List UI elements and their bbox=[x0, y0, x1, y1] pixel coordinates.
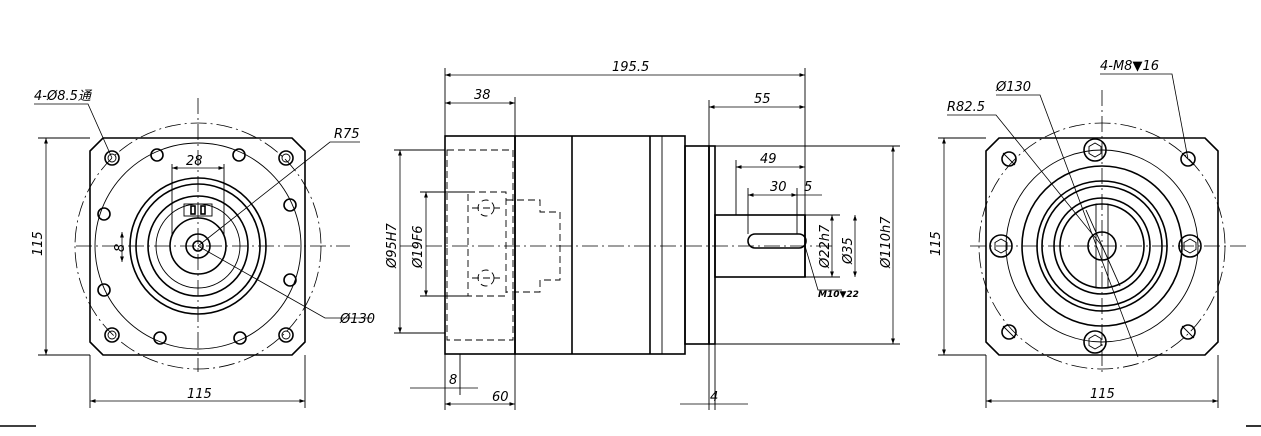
side-keyoffset-label: 5 bbox=[804, 180, 812, 195]
right-view: 4-M8▼16 Ø130 R82.5 115 115 bbox=[929, 59, 1250, 408]
side-overall-label: 195.5 bbox=[612, 60, 649, 75]
side-output-pilot bbox=[708, 145, 716, 345]
right-height-label: 115 bbox=[929, 231, 944, 256]
side-input-label: Ø19F6 bbox=[411, 225, 426, 269]
left-radius-label: R75 bbox=[334, 127, 360, 142]
right-pcd-label: Ø130 bbox=[995, 80, 1031, 95]
right-width-label: 115 bbox=[1090, 387, 1115, 402]
right-key-line bbox=[1085, 209, 1121, 287]
side-input-flange bbox=[444, 135, 516, 355]
side-step-label: 4 bbox=[710, 390, 718, 405]
left-clamp-screw-b bbox=[200, 205, 206, 215]
side-thread-label: M10▼22 bbox=[818, 290, 859, 300]
side-key-label: 30 bbox=[770, 180, 787, 195]
left-radius-leader bbox=[197, 141, 360, 247]
right-thread-leader bbox=[1100, 73, 1189, 160]
left-keydepth-label: 8 bbox=[113, 244, 128, 252]
side-output-flange bbox=[684, 145, 710, 345]
left-bolt-holes bbox=[97, 148, 297, 345]
side-view: 195.5 38 55 49 30 5 Ø95H7 Ø19F6 Ø22h7 Ø3… bbox=[385, 60, 900, 410]
left-key-label: 28 bbox=[186, 154, 203, 169]
left-view: 4-Ø8.5通 R75 Ø130 28 8 115 115 bbox=[31, 89, 375, 408]
side-bore-label: Ø95H7 bbox=[385, 222, 400, 269]
side-thickness-label: 8 bbox=[449, 373, 457, 388]
right-radius-leader bbox=[947, 114, 1103, 247]
right-pcd-leader bbox=[996, 94, 1139, 358]
side-shaftd-label: Ø35 bbox=[841, 237, 856, 265]
side-shaft-label: 55 bbox=[754, 92, 771, 107]
right-thread-label: 4-M8▼16 bbox=[1100, 59, 1159, 74]
right-flange-outline bbox=[985, 137, 1219, 356]
left-height-label: 115 bbox=[31, 231, 46, 256]
left-width-label: 115 bbox=[187, 387, 212, 402]
side-flange-label: 38 bbox=[474, 88, 491, 103]
left-hole-label: 4-Ø8.5通 bbox=[34, 89, 93, 104]
side-usable-label: 49 bbox=[760, 152, 777, 167]
left-flange-outline bbox=[89, 137, 306, 356]
left-corner-holes bbox=[104, 150, 294, 343]
left-bolt-circle bbox=[94, 142, 302, 350]
left-pcd-label: Ø130 bbox=[339, 312, 375, 327]
side-pilot-label: Ø110h7 bbox=[879, 216, 894, 269]
side-body bbox=[514, 135, 686, 355]
side-hidden-lines bbox=[446, 149, 561, 341]
side-thread-leader bbox=[804, 245, 842, 291]
left-clamp-screw-a bbox=[190, 205, 196, 215]
left-hole-leader bbox=[34, 103, 113, 159]
right-radius-label: R82.5 bbox=[947, 100, 985, 115]
right-thread-holes bbox=[1001, 151, 1196, 340]
side-shaftkey-label: Ø22h7 bbox=[818, 224, 833, 269]
side-input-length-label: 60 bbox=[492, 390, 509, 405]
side-key-slot bbox=[747, 233, 807, 249]
left-pcd-leader bbox=[197, 245, 372, 319]
